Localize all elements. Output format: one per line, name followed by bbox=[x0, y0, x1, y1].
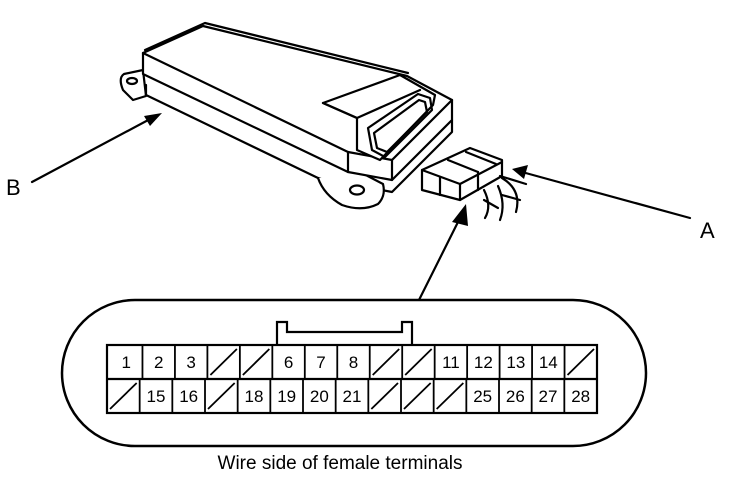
connector-outline bbox=[60, 298, 648, 448]
pin-label: 18 bbox=[245, 387, 264, 406]
empty-pin-slash bbox=[404, 348, 433, 376]
pin-label: 11 bbox=[442, 353, 460, 372]
pin-label: 13 bbox=[506, 353, 525, 372]
empty-pin-slash bbox=[566, 348, 595, 376]
pin-label: 1 bbox=[121, 353, 130, 372]
pin-label: 15 bbox=[147, 387, 166, 406]
pin-label: 8 bbox=[349, 353, 358, 372]
empty-pin-slash bbox=[436, 382, 464, 410]
harness-connector bbox=[420, 146, 528, 222]
empty-pin-slash bbox=[207, 382, 236, 410]
pin-label: 12 bbox=[474, 353, 493, 372]
pin-label: 21 bbox=[343, 387, 362, 406]
view-arrowhead bbox=[452, 204, 468, 226]
empty-pin-slash bbox=[403, 382, 432, 410]
pin-label: 3 bbox=[186, 353, 195, 372]
empty-pin-slash bbox=[370, 382, 399, 410]
leader-line-b bbox=[30, 116, 154, 184]
pin-label: 28 bbox=[571, 387, 590, 406]
pin-label: 19 bbox=[277, 387, 296, 406]
callout-b: B bbox=[6, 175, 21, 200]
leader-arrowhead-a bbox=[512, 165, 528, 179]
pin-label: 7 bbox=[316, 353, 325, 372]
leader-arrowhead-b bbox=[144, 113, 162, 126]
leader-line-a bbox=[520, 170, 692, 220]
control-unit-housing bbox=[119, 21, 454, 210]
view-arrow-shaft bbox=[416, 212, 464, 304]
empty-pin-slash bbox=[242, 348, 270, 376]
empty-pin-slash bbox=[209, 348, 238, 376]
pin-label: 6 bbox=[284, 353, 293, 372]
pin-label: 26 bbox=[506, 387, 525, 406]
caption: Wire side of female terminals bbox=[217, 453, 463, 474]
callout-a: A bbox=[700, 218, 715, 243]
pin-label: 14 bbox=[539, 353, 558, 372]
pin-label: 16 bbox=[179, 387, 198, 406]
empty-pin-slash bbox=[372, 348, 400, 376]
pin-label: 25 bbox=[473, 387, 492, 406]
empty-pin-slash bbox=[109, 382, 138, 410]
pin-label: 27 bbox=[539, 387, 558, 406]
connector-locking-tab bbox=[275, 320, 414, 345]
pin-label: 2 bbox=[154, 353, 163, 372]
pin-label: 20 bbox=[310, 387, 329, 406]
